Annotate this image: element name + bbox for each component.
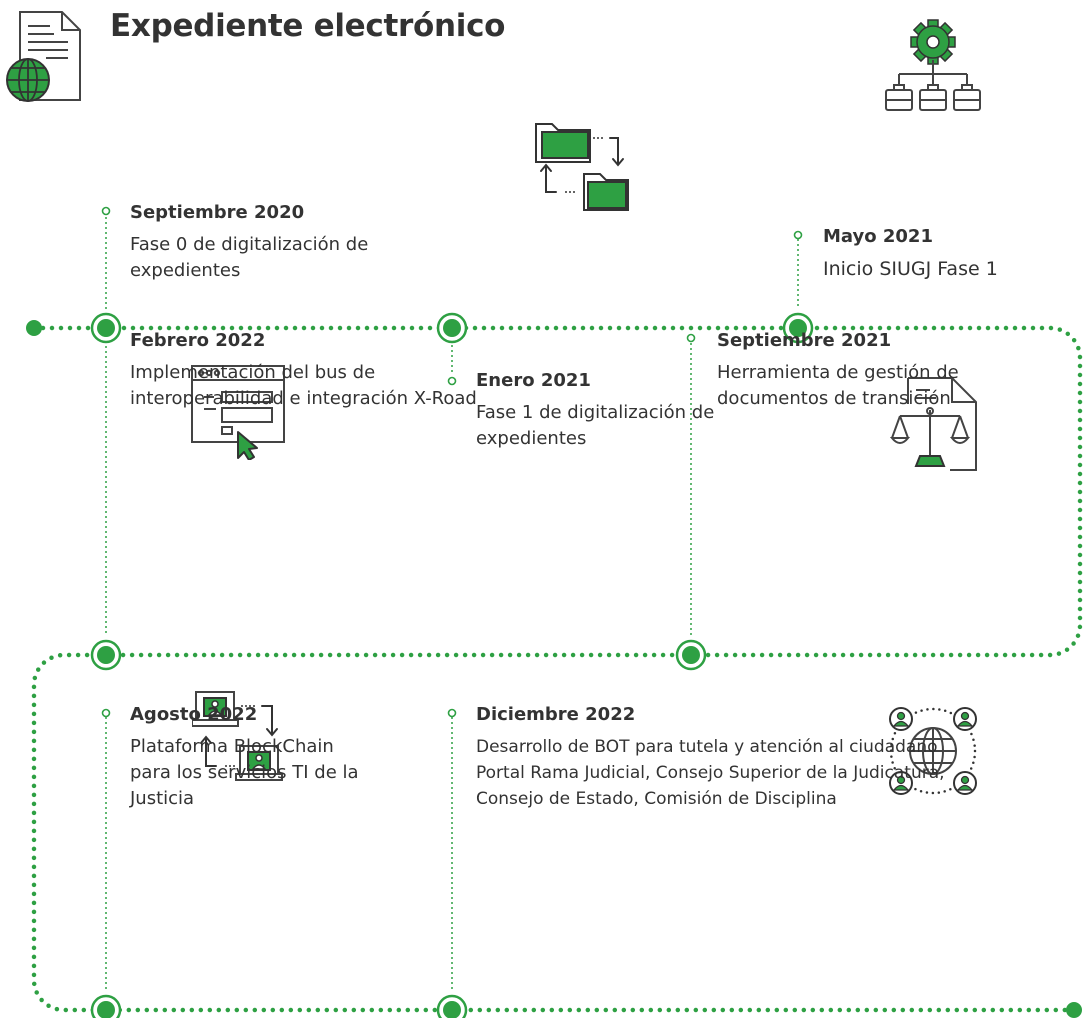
desc-line: interoperabilidad e integración X-Road (130, 388, 477, 409)
event-sep-2020: Septiembre 2020 Fase 0 de digitalización… (130, 200, 368, 284)
event-date: Diciembre 2022 (476, 704, 636, 725)
gear-org-chart-icon (885, 19, 981, 111)
browser-click-icon (191, 365, 285, 460)
desc-line: documentos de transición (717, 388, 951, 409)
event-description: Fase 0 de digitalización de expedientes (130, 232, 368, 284)
desc-line: Consejo de Estado, Comisión de Disciplin… (476, 789, 837, 809)
event-description: Desarrollo de BOT para tutela y atención… (476, 734, 945, 812)
label-dot (447, 708, 457, 718)
desc-line: Fase 1 de digitalización de (476, 402, 715, 423)
timeline-end-dot (1066, 1002, 1082, 1018)
desc-line: expedientes (130, 260, 241, 281)
milestone-node (90, 312, 122, 344)
label-dot (447, 376, 457, 386)
label-dot (101, 206, 111, 216)
event-date: Enero 2021 (476, 370, 591, 391)
document-globe-icon (6, 11, 81, 102)
milestone-node (90, 639, 122, 671)
event-description: Plataforma BlockChain para los servicios… (130, 734, 359, 812)
label-dot (686, 333, 696, 343)
timeline-path (31, 325, 1083, 1013)
label-dot (101, 708, 111, 718)
timeline-start-dot (26, 320, 42, 336)
laptop-transfer-icon (192, 691, 283, 781)
milestone-node (436, 994, 468, 1018)
event-description: Implementación del bus de interoperabili… (130, 360, 477, 412)
event-dic-2022: Diciembre 2022 Desarrollo de BOT para tu… (476, 702, 945, 812)
milestone-node (782, 312, 814, 344)
event-date: Agosto 2022 (130, 704, 258, 725)
event-may-2021: Mayo 2021 Inicio SIUGJ Fase 1 (823, 224, 998, 282)
global-network-users-icon (889, 707, 977, 795)
event-sep-2021: Septiembre 2021 Herramienta de gestión d… (717, 328, 959, 412)
event-description: Fase 1 de digitalización de expedientes (476, 400, 714, 452)
desc-line: Plataforma BlockChain (130, 736, 334, 757)
event-date: Septiembre 2020 (130, 202, 305, 223)
desc-line: expedientes (476, 428, 587, 449)
event-description: Inicio SIUGJ Fase 1 (823, 256, 998, 282)
label-dot (793, 230, 803, 240)
event-ago-2022: Agosto 2022 Plataforma BlockChain para l… (130, 702, 359, 812)
event-description: Herramienta de gestión de documentos de … (717, 360, 959, 412)
legal-document-scale-icon (890, 377, 977, 471)
desc-line: Herramienta de gestión de (717, 362, 959, 383)
page-title: Expediente electrónico (110, 8, 506, 44)
desc-line: Justicia (130, 788, 195, 809)
folder-transfer-icon (535, 123, 629, 211)
desc-line: Implementación del bus de (130, 362, 376, 383)
desc-line: Inicio SIUGJ Fase 1 (823, 258, 998, 280)
event-feb-2022: Febrero 2022 Implementación del bus de i… (130, 328, 477, 412)
desc-line: Desarrollo de BOT para tutela y atención… (476, 737, 938, 757)
milestone-node (436, 312, 468, 344)
desc-line: Fase 0 de digitalización de (130, 234, 369, 255)
event-date: Febrero 2022 (130, 330, 266, 351)
desc-line: Portal Rama Judicial, Consejo Superior d… (476, 763, 945, 783)
desc-line: para los servicios TI de la (130, 762, 359, 783)
milestone-node (90, 994, 122, 1018)
event-date-wrap: Diciembre 2022 (476, 702, 945, 728)
event-ene-2021: Enero 2021 Fase 1 de digitalización de e… (476, 368, 714, 452)
event-date: Mayo 2021 (823, 226, 933, 247)
milestone-node (675, 639, 707, 671)
event-date: Septiembre 2021 (717, 330, 892, 351)
